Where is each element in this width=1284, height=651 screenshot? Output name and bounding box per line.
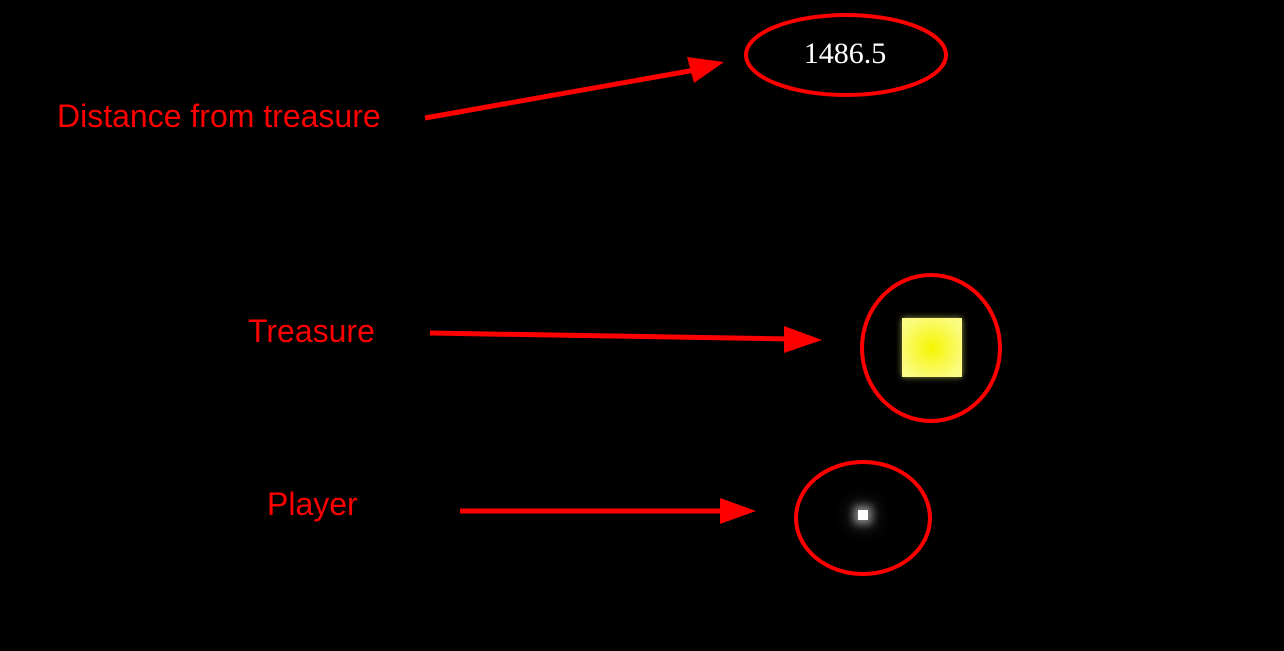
distance-readout: 1486.5 bbox=[803, 37, 887, 70]
player bbox=[858, 510, 868, 520]
player-arrow bbox=[460, 498, 756, 524]
player-annotation-label: Player bbox=[267, 486, 358, 522]
treasure-annotation-label: Treasure bbox=[248, 313, 375, 349]
treasure bbox=[902, 318, 962, 377]
distance-arrow bbox=[424, 57, 724, 121]
distance-annotation-label: Distance from treasure bbox=[57, 98, 381, 134]
treasure-arrow bbox=[429, 326, 822, 353]
